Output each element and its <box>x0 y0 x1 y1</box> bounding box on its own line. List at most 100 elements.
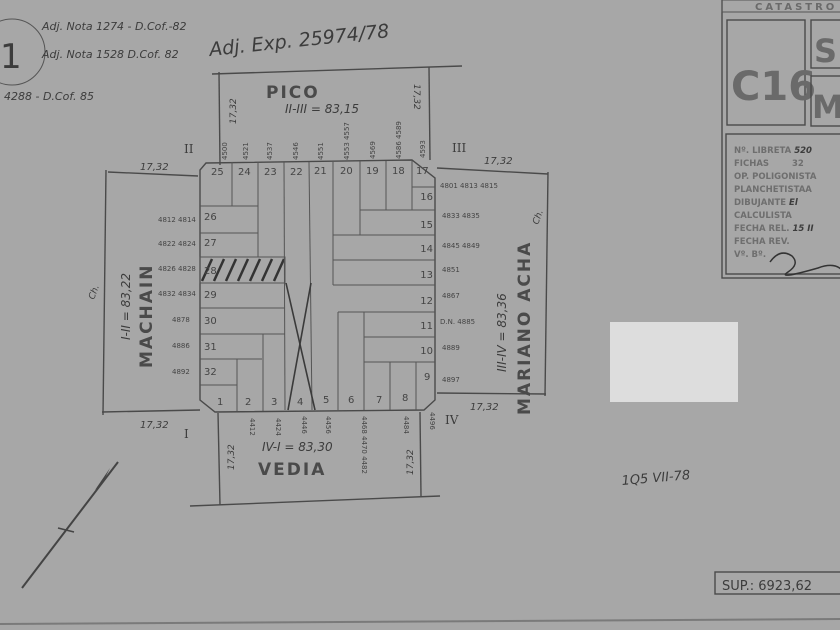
title-block-fields: Nº. LIBRETA 520 FICHAS 32 OP. POLIGONIST… <box>734 146 817 260</box>
manzana-letter: M <box>812 88 840 126</box>
lot-17: 17 <box>416 166 429 177</box>
svg-text:OP. POLIGONISTA: OP. POLIGONISTA <box>734 172 817 182</box>
date-note: 1Q5 VII-78 <box>621 468 691 489</box>
field-label: DIBUJANTE <box>734 198 786 208</box>
parcel-left: 4822 4824 <box>158 240 196 248</box>
parcel-bottom: 4446 <box>300 416 308 434</box>
street-name-mariano-acha: MARIANO ACHA <box>515 241 535 415</box>
machain-bottom-width: 17,32 <box>140 420 169 431</box>
lot-18: 18 <box>392 166 405 177</box>
parcel-right: 4851 <box>442 266 460 274</box>
parcel-top: 4521 <box>242 142 250 160</box>
lot-32: 32 <box>204 367 217 378</box>
parcel-left: 4892 <box>172 368 190 376</box>
surface-box: SUP.: 6923,62 <box>714 571 840 595</box>
field-label: FECHA REL. <box>734 224 790 234</box>
parcel-numbers-left: 4812 4814 4822 4824 4826 4828 4832 4834 … <box>158 216 196 376</box>
pico-side-left: 17,32 <box>229 98 239 124</box>
street-name-machain: MACHAIN <box>137 264 157 369</box>
lot-26: 26 <box>204 212 217 223</box>
parcel-top: 4500 <box>221 142 229 160</box>
expediente-note: Adj. Exp. 25974/78 <box>206 20 390 61</box>
lot-20: 20 <box>340 166 353 177</box>
parcel-bottom: 4424 <box>274 418 282 436</box>
field-label: FECHA REV. <box>734 237 790 247</box>
vertex-iii: III <box>452 141 466 155</box>
svg-text:CALCULISTA: CALCULISTA <box>734 211 792 221</box>
lot-11: 11 <box>420 321 433 332</box>
field-value: 32 <box>792 159 804 169</box>
pico-side-right: 17,32 <box>411 84 421 110</box>
parcel-left: 4886 <box>172 342 190 350</box>
parcel-top: 4546 <box>292 142 300 160</box>
street-name-pico: PICO <box>266 83 320 103</box>
lot-23: 23 <box>264 167 277 178</box>
lot-9: 9 <box>424 372 430 383</box>
parcel-numbers-top: 4500 4521 4537 4546 4551 4553 4557 4569 … <box>221 121 427 160</box>
lot-28: 28 <box>204 266 217 277</box>
parcel-left: 4812 4814 <box>158 216 196 224</box>
vertex-ii: II <box>184 142 194 156</box>
vertex-i: I <box>184 427 189 441</box>
parcel-right: 4833 4835 <box>442 212 480 220</box>
acha-top-width: 17,32 <box>484 156 513 167</box>
scan-blemish <box>610 322 738 402</box>
lot-numbers: 1 2 3 4 5 6 7 8 9 10 11 12 13 14 15 16 1… <box>204 166 433 408</box>
parcel-right: D.N. 4885 <box>440 318 475 326</box>
north-arrow-icon <box>21 461 119 589</box>
block-outline <box>199 159 436 413</box>
lot-1: 1 <box>217 397 223 408</box>
parcel-right: 4867 <box>442 292 460 300</box>
measure-machain: I-II = 83,22 <box>119 273 133 340</box>
parcel-top: 4586 4589 <box>395 121 403 159</box>
lot-13: 13 <box>420 270 433 281</box>
vedia-side-right: 17,32 <box>406 449 416 475</box>
lot-2: 2 <box>245 397 251 408</box>
field-label: FICHAS <box>734 159 769 169</box>
parcel-bottom: 4496 <box>428 412 436 430</box>
note-2: Adj. Nota 1528 D.Cof. 82 <box>41 48 179 61</box>
signature <box>769 252 840 276</box>
svg-text:FICHAS 32: FICHAS 32 <box>734 159 804 169</box>
note-3: 4288 - D.Cof. 85 <box>4 90 94 103</box>
field-label: Nº. LIBRETA <box>734 146 792 156</box>
lot-12: 12 <box>420 296 433 307</box>
section-letter: S <box>814 32 837 70</box>
vertex-labels: I II III IV <box>184 141 466 441</box>
parcel-right: 4845 4849 <box>442 242 480 250</box>
machain-top-width: 17,32 <box>140 162 169 173</box>
lot-22: 22 <box>290 167 303 178</box>
field-label: OP. POLIGONISTA <box>734 172 817 182</box>
sheet-number: 1 <box>0 37 22 77</box>
surface-value: SUP.: 6923,62 <box>722 579 812 594</box>
machain-ch: Ch. <box>87 284 101 301</box>
title-block-header: CATASTRO <box>755 2 837 13</box>
street-mariano-acha: MARIANO ACHA III-IV = 83,36 17,32 17,32 … <box>436 156 549 415</box>
lot-30: 30 <box>204 316 217 327</box>
parcel-top: 4593 <box>419 140 427 158</box>
lot-21: 21 <box>314 166 327 177</box>
parcel-bottom: 4412 <box>248 418 256 436</box>
field-label: CALCULISTA <box>734 211 792 221</box>
lot-31: 31 <box>204 342 217 353</box>
field-value: El <box>789 198 799 208</box>
note-1: Adj. Nota 1274 - D.Cof.-82 <box>41 20 187 33</box>
svg-text:DIBUJANTE El: DIBUJANTE El <box>734 198 799 208</box>
lot-10: 10 <box>420 346 433 357</box>
lot-27: 27 <box>204 238 217 249</box>
parcel-left: 4826 4828 <box>158 265 196 273</box>
parcel-bottom: 4468 4470 4482 <box>360 416 368 474</box>
parcel-top: 4553 4557 <box>343 122 351 160</box>
lot-14: 14 <box>420 244 433 255</box>
measure-mariano-acha: III-IV = 83,36 <box>495 293 509 372</box>
street-machain: MACHAIN I-II = 83,22 17,32 17,32 Ch. <box>87 162 201 431</box>
svg-text:Nº. LIBRETA 520: Nº. LIBRETA 520 <box>734 146 812 156</box>
field-value: 520 <box>794 146 812 156</box>
lot-15: 15 <box>420 220 433 231</box>
lot-8: 8 <box>402 393 408 404</box>
parcel-right: 4889 <box>442 344 460 352</box>
parcel-top: 4551 <box>317 142 325 160</box>
acha-bottom-width: 17,32 <box>470 402 499 413</box>
lot-19: 19 <box>366 166 379 177</box>
